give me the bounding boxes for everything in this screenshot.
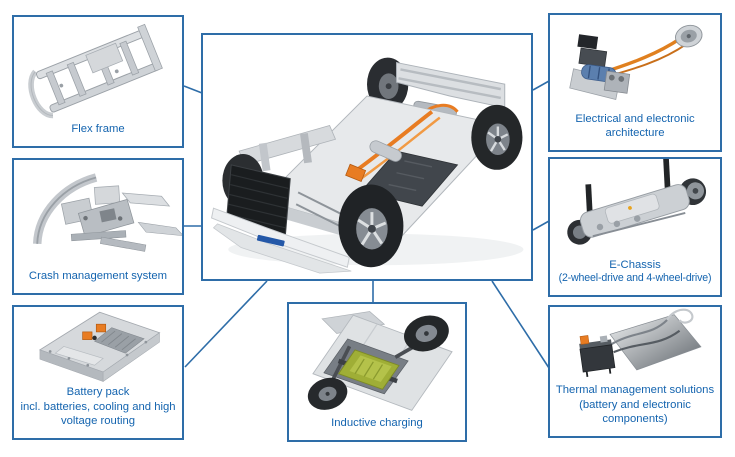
crash-management-illustration: [14, 160, 182, 269]
node-crash-management: Crash management system: [12, 158, 184, 295]
label-line: Electrical and electronic: [575, 112, 695, 125]
rolling-chassis-icon: [210, 57, 524, 274]
label-line: Flex frame: [71, 123, 125, 136]
node-thermal-management: Thermal management solutions (battery an…: [548, 305, 722, 438]
label-line: Battery pack: [66, 385, 130, 398]
electrical-architecture-illustration: [550, 15, 720, 112]
label-line: Thermal management solutions: [555, 383, 715, 396]
node-rolling-chassis: [201, 33, 533, 281]
node-battery-pack: Battery pack incl. batteries, cooling an…: [12, 305, 184, 440]
node-label-electrical-architecture: Electrical and electronic architecture: [550, 112, 720, 150]
label-line: incl. batteries, cooling and high: [20, 400, 176, 413]
e-chassis-illustration: [550, 159, 720, 258]
node-label-battery-pack: Battery pack incl. batteries, cooling an…: [14, 385, 182, 438]
label-line: architecture: [605, 127, 665, 140]
flex-frame-icon: [28, 23, 163, 118]
node-label-inductive-charging: Inductive charging: [289, 416, 465, 440]
label-line: (battery and electronic: [579, 398, 691, 411]
chassis-front-logo: [256, 234, 285, 247]
node-label-flex-frame: Flex frame: [14, 122, 182, 146]
crash-management-icon: [32, 173, 182, 252]
electrical-architecture-icon: [569, 25, 703, 101]
battery-pack-illustration: [14, 307, 182, 385]
label-line: components): [602, 413, 668, 426]
node-label-thermal-management: Thermal management solutions (battery an…: [550, 383, 720, 436]
e-chassis-icon: [567, 159, 707, 245]
node-e-chassis: E-Chassis (2-wheel-drive and 4-wheel-dri…: [548, 157, 722, 297]
battery-pack-icon: [38, 311, 161, 382]
label-line: Crash management system: [28, 270, 168, 283]
node-electrical-architecture: Electrical and electronic architecture: [548, 13, 722, 152]
inductive-charging-illustration: [289, 304, 465, 416]
node-flex-frame: Flex frame: [12, 15, 184, 148]
label-line: (2-wheel-drive and 4-wheel-drive): [558, 272, 712, 285]
flex-frame-illustration: [14, 17, 182, 122]
edge-thermal-management: [491, 280, 550, 369]
label-line: E-Chassis: [609, 258, 661, 271]
edge-e-chassis: [532, 220, 550, 231]
edge-battery-pack: [184, 280, 268, 368]
node-label-crash-management: Crash management system: [14, 269, 182, 293]
node-label-e-chassis: E-Chassis (2-wheel-drive and 4-wheel-dri…: [550, 258, 720, 295]
edge-electrical-architecture: [532, 80, 550, 91]
thermal-management-illustration: [550, 307, 720, 383]
node-inductive-charging: Inductive charging: [287, 302, 467, 442]
inductive-charging-icon: [307, 311, 453, 412]
edge-flex-frame: [183, 85, 203, 94]
label-line: Inductive charging: [331, 417, 423, 430]
thermal-management-icon: [579, 308, 702, 378]
rolling-chassis-illustration: [203, 35, 531, 279]
label-line: voltage routing: [60, 415, 136, 428]
